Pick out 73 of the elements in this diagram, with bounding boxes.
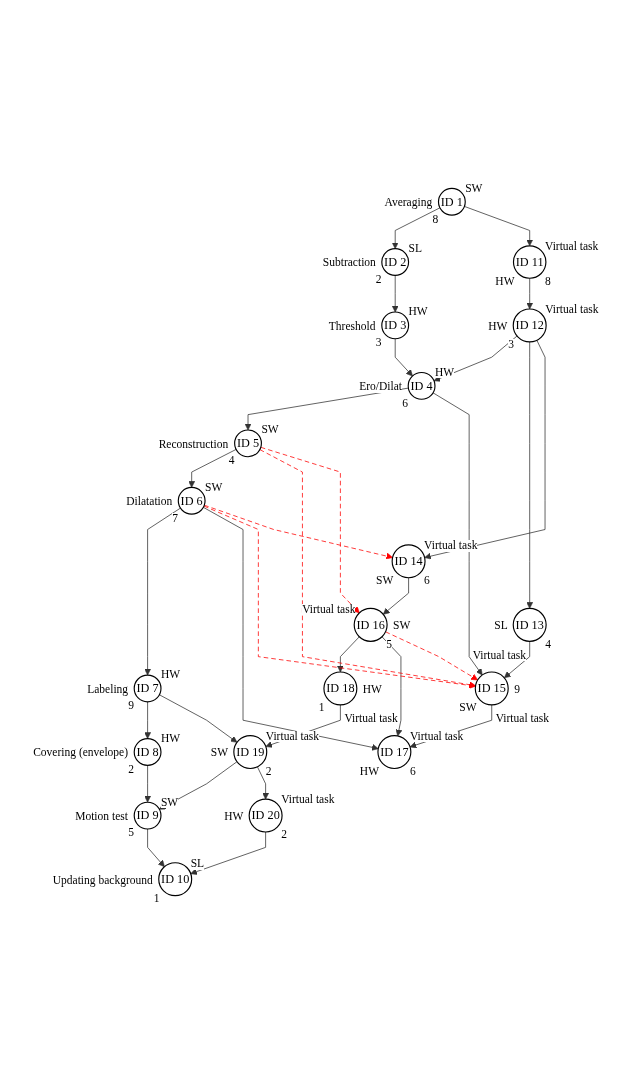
node-annotation: HW	[434, 366, 455, 379]
node-annotation: Virtual task	[265, 730, 320, 743]
node-annotation: SW	[459, 702, 477, 714]
node-annotation: SW	[376, 575, 394, 587]
node-circle: ID 2	[381, 248, 410, 276]
node-circle: ID 20	[248, 798, 283, 833]
node-circle: ID 5	[234, 429, 262, 458]
node-annotation: Threshold	[328, 320, 376, 333]
node-annotation: Dilatation	[126, 496, 173, 508]
node-annotation: HW	[362, 683, 382, 696]
node-annotation: 2	[281, 829, 287, 841]
node-annotation: 3	[375, 337, 382, 349]
node-annotation: 6	[424, 575, 430, 587]
node-circle: ID 13	[512, 607, 547, 642]
node-annotation: SW	[261, 424, 279, 436]
node-annotation: 4	[545, 638, 551, 651]
node-annotation: SW	[160, 796, 179, 809]
node-annotation: HW	[408, 306, 428, 318]
node-circle: ID 6	[177, 486, 206, 515]
node-annotation: Virtual task	[409, 730, 464, 743]
node-annotation: 1	[153, 893, 160, 905]
node-annotation: 3	[508, 339, 514, 351]
node-annotation: 4	[228, 455, 235, 467]
node-annotation: 8	[432, 213, 439, 226]
node-annotation: 6	[409, 765, 416, 778]
node-annotation: SL	[408, 243, 422, 255]
node-annotation: 8	[545, 275, 551, 288]
node-annotation: 7	[172, 512, 179, 525]
node-circle: ID 8	[133, 738, 162, 766]
node-annotation: Reconstruction	[158, 438, 229, 451]
node-annotation: 5	[128, 827, 134, 839]
node-annotation: SW	[210, 747, 229, 759]
node-annotation: 1	[318, 702, 325, 714]
node-circle: ID 12	[512, 308, 547, 343]
node-annotation: HW	[359, 765, 380, 778]
node-annotation: 9	[128, 700, 134, 712]
node-annotation: Virtual task	[302, 603, 356, 616]
node-annotation: 2	[128, 763, 134, 776]
node-annotation: HW	[224, 810, 244, 823]
node-annotation: Covering (envelope)	[33, 747, 129, 759]
node-circle: ID 9	[133, 801, 162, 830]
node-annotation: Virtual task	[545, 241, 599, 253]
node-annotation: Updating background	[52, 874, 153, 887]
node-annotation: SL	[190, 858, 205, 870]
node-circle: ID 3	[381, 311, 410, 340]
node-circle: ID 1	[437, 187, 466, 216]
node-annotation: HW	[495, 275, 515, 288]
node-annotation: Virtual task	[472, 649, 526, 662]
node-annotation: Virtual task	[424, 540, 478, 552]
node-annotation: Subtraction	[322, 257, 376, 269]
node-annotation: Averaging	[384, 197, 433, 209]
node-annotation: Virtual task	[495, 713, 550, 725]
node-annotation: HW	[488, 320, 508, 333]
node-annotation: HW	[160, 669, 181, 681]
node-annotation: SW	[465, 182, 483, 195]
node-annotation: Motion test	[75, 810, 128, 823]
node-annotation: Labeling	[87, 683, 129, 696]
node-annotation: Virtual task	[281, 794, 335, 806]
node-circle: ID 4	[407, 371, 436, 400]
node-annotation: Virtual task	[344, 713, 398, 725]
node-annotation: Virtual task	[545, 304, 599, 316]
node-annotation: 9	[514, 683, 520, 696]
node-annotation: 5	[386, 638, 392, 651]
node-annotation: SW	[393, 620, 411, 632]
node-annotation: HW	[160, 733, 181, 745]
node-annotation: Ero/Dilat	[359, 381, 402, 393]
node-circle: ID 7	[133, 674, 162, 703]
node-annotation: SW	[205, 481, 223, 494]
node-annotation: 6	[402, 397, 408, 410]
node-annotation: 2	[375, 273, 382, 286]
node-annotation: 2	[265, 765, 272, 778]
node-annotation: SL	[494, 620, 508, 632]
node-circle: ID 18	[323, 671, 358, 706]
